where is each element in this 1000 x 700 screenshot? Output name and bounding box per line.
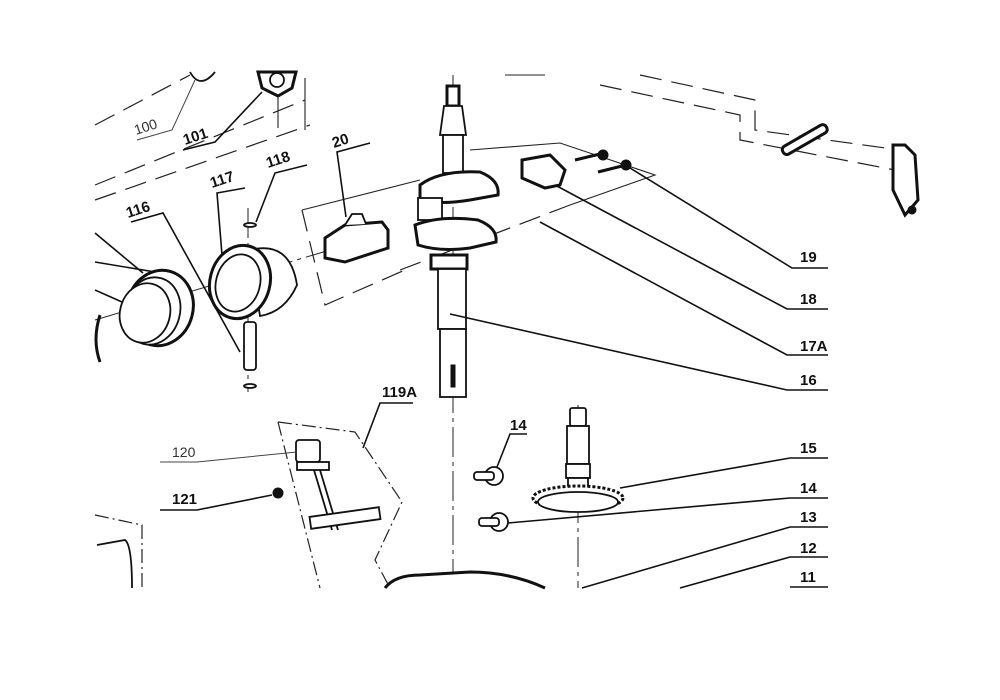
callout-label-17A: 17A — [800, 338, 828, 355]
callout-label-15: 15 — [800, 440, 817, 457]
callout-15: 15 — [619, 440, 828, 489]
callout-18: 18 — [554, 184, 828, 310]
governor-assembly-part — [272, 439, 382, 531]
callout-119A: 119A — [362, 384, 417, 449]
callout-label-19: 19 — [800, 249, 817, 266]
callout-label-16: 16 — [800, 372, 817, 389]
callouts: 100 101 116 117 118 20 — [94, 79, 828, 589]
tappet-part — [478, 512, 509, 532]
phantom-line — [639, 74, 901, 151]
callout-label-100: 100 — [132, 115, 159, 138]
callout-17A: 17A — [539, 221, 828, 356]
crankcase-part — [383, 570, 546, 590]
phantom-line — [94, 99, 306, 186]
callout-label-101: 101 — [181, 125, 210, 149]
callout-19: 19 — [629, 167, 828, 269]
callout-label-121: 121 — [172, 491, 197, 508]
piston-axis — [94, 249, 331, 321]
tappet-part — [473, 466, 504, 486]
assembly-outlines — [94, 74, 901, 589]
callout-12: 12 — [679, 540, 828, 589]
callout-13: 13 — [581, 509, 828, 589]
piston-rings-part — [94, 268, 195, 363]
callout-11: 11 — [790, 569, 828, 588]
callout-label-117: 117 — [208, 168, 236, 192]
phantom-box — [277, 421, 321, 589]
callout-label-11: 11 — [800, 569, 816, 586]
callout-label-120: 120 — [172, 444, 196, 460]
callout-label-116: 116 — [124, 198, 152, 222]
phantom-line — [599, 84, 896, 171]
parts — [94, 70, 920, 590]
phantom-line — [94, 124, 311, 201]
phantom-box — [277, 421, 403, 589]
rod-cap-part — [520, 149, 632, 190]
callout-20: 20 — [330, 130, 371, 218]
callout-116: 116 — [94, 198, 241, 353]
phantom-line — [94, 74, 191, 126]
phantom-box — [301, 209, 406, 306]
phantom-box — [469, 142, 657, 206]
callout-label-119A: 119A — [382, 384, 417, 401]
callout-121: 121 — [160, 491, 273, 511]
callout-label-20: 20 — [330, 130, 351, 151]
phantom-box — [94, 514, 143, 588]
callout-label-18: 18 — [800, 291, 817, 308]
crankshaft-part — [413, 84, 500, 398]
piston-part — [207, 243, 298, 321]
callout-100: 100 — [132, 79, 196, 141]
callout-label-12: 12 — [800, 540, 817, 557]
gasket-part — [189, 71, 216, 82]
callout-120: 120 — [160, 444, 298, 463]
governor-link-part — [780, 123, 920, 218]
callout-101: 101 — [181, 91, 263, 151]
callout-16: 16 — [449, 313, 828, 391]
phantom-box — [301, 179, 421, 211]
housing-part — [96, 539, 133, 589]
callout-label-13: 13 — [800, 509, 817, 526]
connecting-rod-part — [323, 213, 390, 264]
callout-label-14-upper: 14 — [510, 417, 527, 434]
piston-pin-part — [243, 222, 257, 389]
callout-label-118: 118 — [264, 148, 292, 172]
callout-14-lower: 14 — [507, 480, 828, 524]
callout-label-14-lower: 14 — [800, 480, 817, 497]
oil-cap-part — [256, 70, 298, 98]
camshaft-part — [531, 407, 625, 513]
callout-118: 118 — [255, 148, 308, 223]
callout-14-upper: 14 — [496, 417, 527, 468]
callout-117: 117 — [208, 168, 246, 256]
